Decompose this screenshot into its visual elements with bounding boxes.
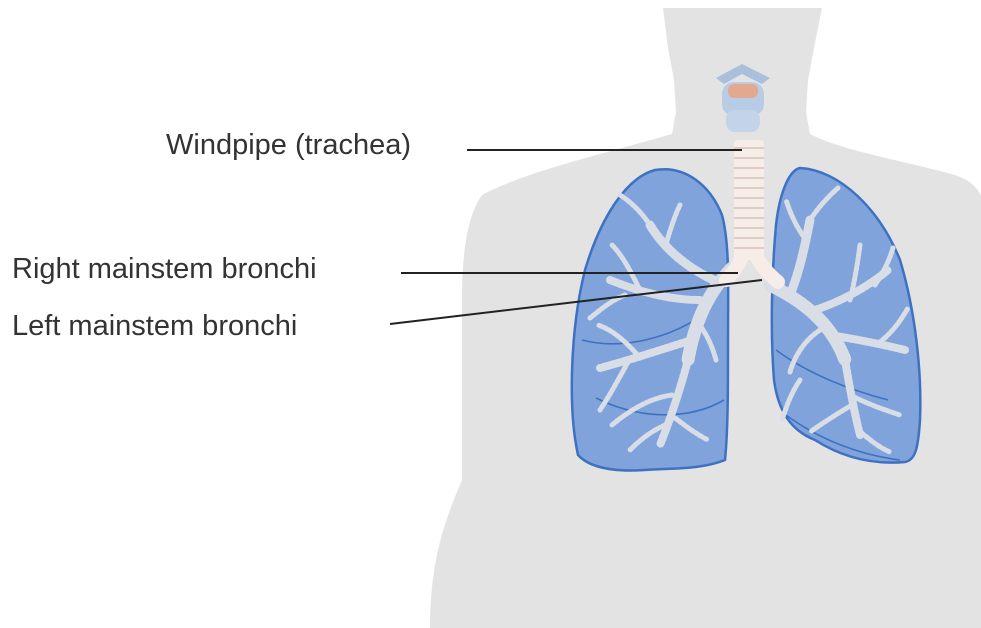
- right-mainstem-bronchi-label: Right mainstem bronchi: [12, 255, 317, 284]
- left-mainstem-bronchi-label: Left mainstem bronchi: [12, 312, 297, 341]
- trachea-label: Windpipe (trachea): [166, 131, 411, 160]
- trachea: [734, 140, 764, 260]
